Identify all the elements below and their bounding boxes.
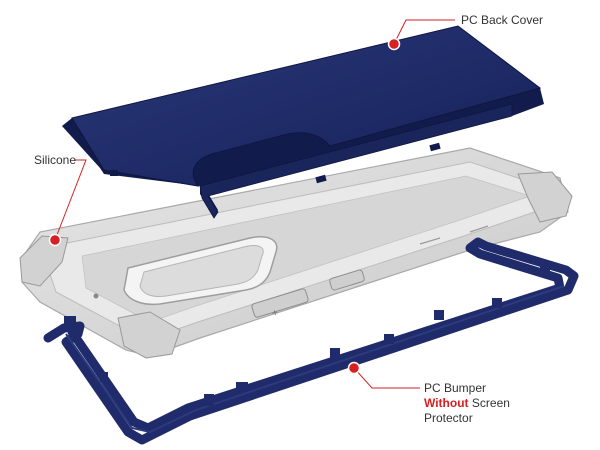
svg-text:+: + (271, 307, 280, 319)
bumper-label-middle: Screen (471, 396, 510, 410)
silicone-power-button (329, 269, 365, 291)
back-cover-label: PC Back Cover (461, 13, 544, 27)
bumper-label: PC Bumper Without Screen Protector (424, 381, 510, 426)
callout-dot-silicone (48, 233, 62, 247)
bumper-tab (384, 334, 394, 344)
silicone-label: Silicone (34, 153, 77, 167)
back-cover-lip (199, 103, 513, 219)
callout-bumper (347, 361, 420, 389)
silicone-volume-button (251, 288, 309, 318)
bumper-tab (540, 262, 550, 272)
silicone-corner-bottom-left (117, 311, 181, 359)
bumper-tab (330, 348, 340, 358)
callout-dot-bumper (347, 361, 361, 375)
bumper-label-line-2: Without Screen (424, 396, 510, 411)
callout-silicone (48, 159, 87, 247)
bumper-tab (434, 310, 444, 320)
bumper-label-emphasis: Without (424, 396, 469, 410)
back-cover-face (71, 25, 542, 187)
silicone-corner-top-right (517, 171, 573, 223)
bumper-frame (43, 237, 579, 445)
callout-dot-back-cover (387, 37, 401, 51)
callout-back-cover (387, 19, 455, 51)
bumper-tab (236, 382, 248, 392)
bumper-label-line-3: Protector (424, 411, 473, 425)
bumper-tab (64, 316, 76, 326)
back-cover-layer (62, 25, 544, 219)
bumper-tab (204, 394, 214, 406)
silicone-layer: + (19, 147, 573, 359)
bumper-layer (43, 237, 579, 445)
bumper-tab (492, 298, 502, 308)
bumper-tab (100, 372, 108, 382)
silicone-corner-top-left (19, 235, 69, 287)
bumper-label-line-1: PC Bumper (424, 381, 487, 395)
